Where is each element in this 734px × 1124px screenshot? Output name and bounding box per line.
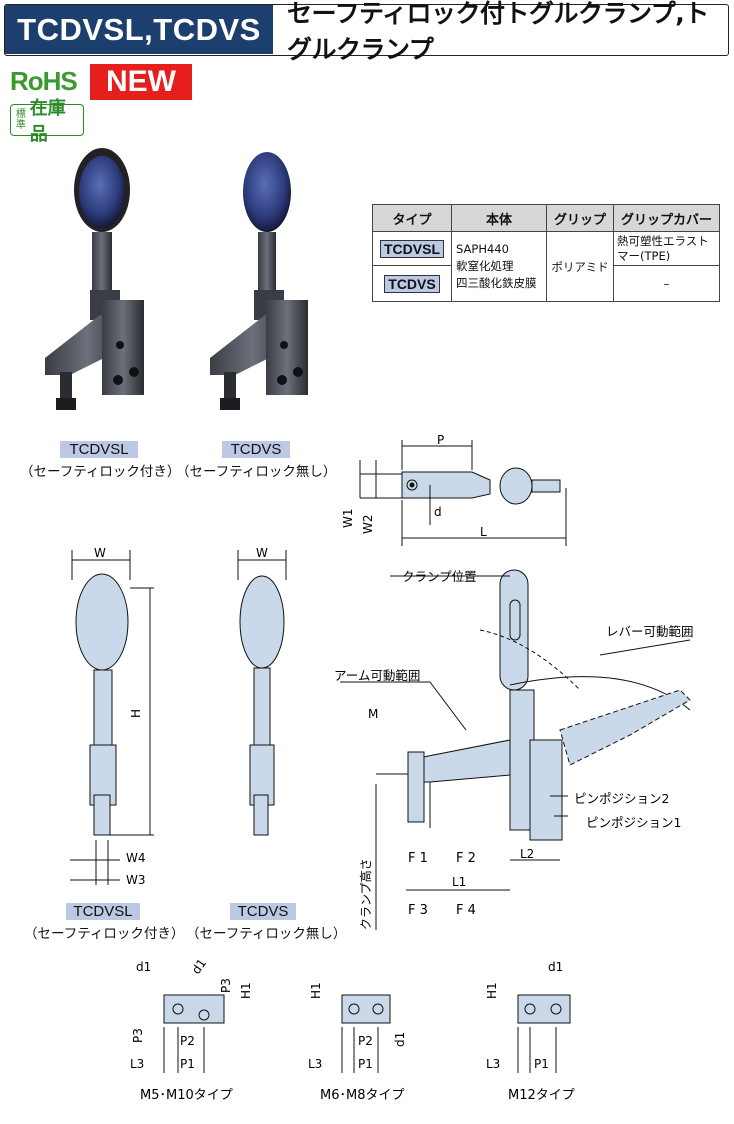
tcdvsl-photo xyxy=(45,148,144,410)
cell-grip: ポリアミド xyxy=(546,231,614,302)
cell-cover-tcdvs: – xyxy=(613,265,720,302)
body-line-1: SAPH440 xyxy=(456,242,509,256)
dim-W4: W4 xyxy=(126,851,146,865)
dim-P1-b: P1 xyxy=(358,1057,373,1071)
new-badge: NEW xyxy=(90,64,192,100)
body-line-3: 四三酸化鉄皮膜 xyxy=(456,276,537,290)
dim-P1-c: P1 xyxy=(534,1057,549,1071)
product-title: セーフティロック付トグルクランプ,トグルクランプ xyxy=(287,0,709,64)
dim-L2: L2 xyxy=(520,847,534,861)
top-view-drawing: P L d W1 W2 xyxy=(341,433,567,546)
base-type-2: M6･M8タイプ xyxy=(320,1088,404,1103)
photo-caption-tcdvsl-sub: （セーフティロック付き） xyxy=(20,464,181,480)
dim-M: M xyxy=(368,707,378,721)
force-F2: F 2 xyxy=(456,851,476,866)
cell-type-tcdvs: TCDVS xyxy=(372,265,452,302)
spec-row-tcdvsl: TCDVSL SAPH440 軟窒化処理 四三酸化鉄皮膜 ポリアミド 熱可塑性エ… xyxy=(372,231,720,302)
spec-row-tcdvs: TCDVS – xyxy=(372,265,720,302)
dim-L3-c: L3 xyxy=(486,1057,500,1071)
spec-header-row: タイプ 本体 グリップ グリップカバー xyxy=(372,204,720,232)
type-badge-tcdvsl: TCDVSL xyxy=(380,239,444,258)
front-caption-tcdvsl: TCDVSL xyxy=(66,903,140,920)
dim-d1-c: d1 xyxy=(393,1032,407,1047)
force-F1: F 1 xyxy=(408,851,428,866)
cell-cover-tcdvsl: 熱可塑性エラストマー(TPE) xyxy=(613,231,720,266)
type-badge-tcdvs: TCDVS xyxy=(384,274,440,293)
label-clamp-position: クランプ位置 xyxy=(402,569,477,584)
base-type-1: M5･M10タイプ xyxy=(140,1088,233,1103)
dim-L3-b: L3 xyxy=(308,1057,322,1071)
tcdvs-photo xyxy=(210,152,308,410)
force-F3: F 3 xyxy=(408,903,428,918)
dim-P3-b: P3 xyxy=(131,1028,145,1043)
dim-H1-b: H1 xyxy=(309,982,323,999)
dim-P2-b: P2 xyxy=(358,1034,373,1048)
dim-d1-b: d1 xyxy=(189,956,209,977)
label-pin-position-2: ピンポジション2 xyxy=(574,791,669,806)
dim-W2: W2 xyxy=(361,515,375,535)
stock-big-label: 在庫品 xyxy=(29,98,66,145)
dim-W-left: W xyxy=(94,546,106,560)
dim-H: H xyxy=(129,709,143,718)
front-caption-tcdvs-sub: （セーフティロック無し） xyxy=(186,926,347,942)
dim-d1-d: d1 xyxy=(548,960,563,974)
cell-type-tcdvsl: TCDVSL xyxy=(372,231,452,266)
side-view-drawing: クランプ位置 レバー可動範囲 アーム可動範囲 M ピンポジション2 ピンポジショ… xyxy=(334,569,694,930)
label-arm-range: アーム可動範囲 xyxy=(334,668,420,683)
dim-L1: L1 xyxy=(452,875,466,889)
dim-L: L xyxy=(480,525,487,539)
label-lever-range: レバー可動範囲 xyxy=(606,624,694,639)
col-body: 本体 xyxy=(451,204,547,232)
stock-small-label: 標準 xyxy=(15,109,26,131)
dim-P3-a: P3 xyxy=(219,978,233,993)
col-type: タイプ xyxy=(372,204,452,232)
spec-table: タイプ 本体 グリップ グリップカバー TCDVSL SAPH440 軟窒化処理… xyxy=(372,204,720,302)
dim-P2-a: P2 xyxy=(180,1034,195,1048)
col-cover: グリップカバー xyxy=(613,204,720,232)
front-view-drawings: W W H W4 W3 xyxy=(70,546,287,887)
dim-P: P xyxy=(437,433,444,447)
dim-W3: W3 xyxy=(126,873,146,887)
front-caption-tcdvs: TCDVS xyxy=(230,903,296,920)
photo-caption-tcdvs-sub: （セーフティロック無し） xyxy=(176,464,337,480)
dim-d: d xyxy=(434,505,442,519)
model-title: TCDVSL,TCDVS xyxy=(5,5,273,54)
label-clamp-height: クランプ高さ xyxy=(358,858,373,930)
header-bar: TCDVSL,TCDVS セーフティロック付トグルクランプ,トグルクランプ xyxy=(4,0,729,64)
body-line-2: 軟窒化処理 xyxy=(456,259,514,273)
dim-P1-a: P1 xyxy=(180,1057,195,1071)
rohs-logo: RoHS xyxy=(10,66,78,96)
label-pin-position-1: ピンポジション1 xyxy=(586,815,681,830)
dim-H1-c: H1 xyxy=(485,982,499,999)
base-type-drawings: d1 d1 P3 H1 P3 P2 L3 P1 M5･M10タイプ H1 P2 … xyxy=(130,956,575,1103)
stock-badge: 標準 在庫品 xyxy=(10,98,84,145)
photo-caption-tcdvs: TCDVS xyxy=(222,441,290,458)
base-type-3: M12タイプ xyxy=(508,1088,575,1103)
force-F4: F 4 xyxy=(456,903,476,918)
col-grip: グリップ xyxy=(546,204,614,232)
photo-caption-tcdvsl: TCDVSL xyxy=(60,441,138,458)
product-illustrations xyxy=(45,148,308,410)
front-caption-tcdvsl-sub: （セーフティロック付き） xyxy=(24,926,185,942)
dim-L3-a: L3 xyxy=(130,1057,144,1071)
dim-W1: W1 xyxy=(341,509,355,529)
dim-d1-a: d1 xyxy=(136,960,151,974)
dim-H1-a: H1 xyxy=(239,982,253,999)
cell-body: SAPH440 軟窒化処理 四三酸化鉄皮膜 xyxy=(451,231,547,302)
dim-W-right: W xyxy=(256,546,268,560)
